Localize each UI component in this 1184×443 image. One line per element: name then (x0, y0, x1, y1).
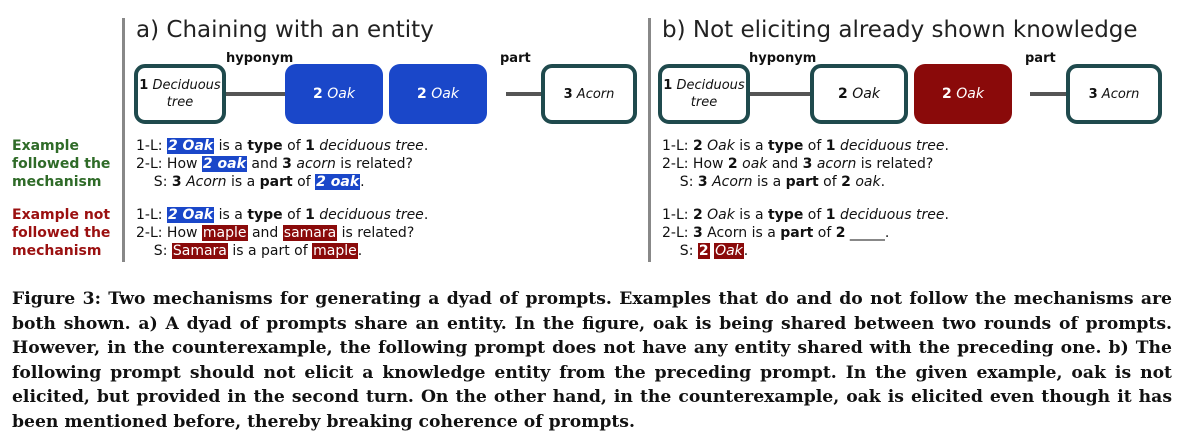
node-text: Acorn (1101, 86, 1140, 102)
panel-a-connector-1 (222, 92, 288, 96)
panel-b-node-oak-2: 2 Oak (914, 64, 1012, 124)
panel-b-node-acorn: 3 Acorn (1066, 64, 1162, 124)
figure-caption: Figure 3: Two mechanisms for generating … (12, 289, 1172, 432)
panel-b-connector-2 (1030, 92, 1070, 96)
example-line: 1-L: 2 Oak is a type of 1 deciduous tree… (662, 207, 949, 223)
panel-b-hyponym-label: hyponym (749, 51, 817, 66)
label-example-not-followed: Example not followed the mechanism (12, 207, 111, 259)
node-text: Deciduous tree (676, 78, 745, 110)
example-a-not-followed: 1-L: 2 Oak is a type of 1 deciduous tree… (136, 206, 428, 260)
node-text: Deciduous tree (152, 78, 221, 110)
node-number: 2 (942, 86, 952, 102)
example-b-followed: 1-L: 2 Oak is a type of 1 deciduous tree… (662, 137, 949, 191)
panel-a-node-oak-1: 2 Oak (285, 64, 383, 124)
node-number: 2 (417, 86, 427, 102)
panel-b-title: b) Not eliciting already shown knowledge (662, 17, 1138, 43)
example-line: 1-L: 2 Oak is a type of 1 deciduous tree… (136, 207, 429, 223)
example-line: 2-L: 3 Acorn is a part of 2 _____. (662, 225, 890, 241)
example-a-followed: 1-L: 2 Oak is a type of 1 deciduous tree… (136, 137, 428, 191)
panel-b-part-label: part (1025, 51, 1056, 66)
divider-left (122, 18, 125, 262)
example-line: S: 2 Oak. (662, 243, 749, 259)
example-line: 1-L: 2 Oak is a type of 1 deciduous tree… (662, 138, 949, 154)
node-text: Acorn (576, 86, 615, 102)
example-line: 1-L: 2 Oak is a type of 1 deciduous tree… (136, 138, 429, 154)
node-number: 1 (663, 78, 673, 93)
example-line: S: 3 Acorn is a part of 2 oak. (136, 174, 365, 190)
node-number: 1 (139, 78, 149, 93)
panel-b-connector-1 (748, 92, 814, 96)
panel-a-part-label: part (500, 51, 531, 66)
panel-a-node-acorn: 3 Acorn (541, 64, 637, 124)
example-line: 2-L: How 2 oak and 3 acorn is related? (662, 156, 934, 172)
example-line: 2-L: How 2 oak and 3 acorn is related? (136, 156, 413, 172)
example-line: S: 3 Acorn is a part of 2 oak. (662, 174, 886, 190)
node-text: Oak (431, 86, 459, 102)
node-text: Oak (327, 86, 355, 102)
panel-a-hyponym-label: hyponym (226, 51, 294, 66)
panel-a-node-deciduous-tree: 1 Deciduous tree (134, 64, 226, 124)
panel-a-title: a) Chaining with an entity (136, 17, 434, 43)
node-number: 3 (563, 86, 573, 102)
example-b-not-followed: 1-L: 2 Oak is a type of 1 deciduous tree… (662, 206, 949, 260)
node-number: 3 (1088, 86, 1098, 102)
panel-a-connector-2 (506, 92, 544, 96)
node-number: 2 (313, 86, 323, 102)
example-line: 2-L: How maple and samara is related? (136, 225, 415, 241)
node-number: 2 (838, 86, 848, 102)
panel-b-node-oak-1: 2 Oak (810, 64, 908, 124)
divider-middle (648, 18, 651, 262)
panel-a-node-oak-2: 2 Oak (389, 64, 487, 124)
label-example-followed: Example followed the mechanism (12, 138, 111, 190)
node-text: Oak (852, 86, 880, 102)
example-line: S: Samara is a part of maple. (136, 243, 363, 259)
panel-b-node-deciduous-tree: 1 Deciduous tree (658, 64, 750, 124)
node-text: Oak (956, 86, 984, 102)
